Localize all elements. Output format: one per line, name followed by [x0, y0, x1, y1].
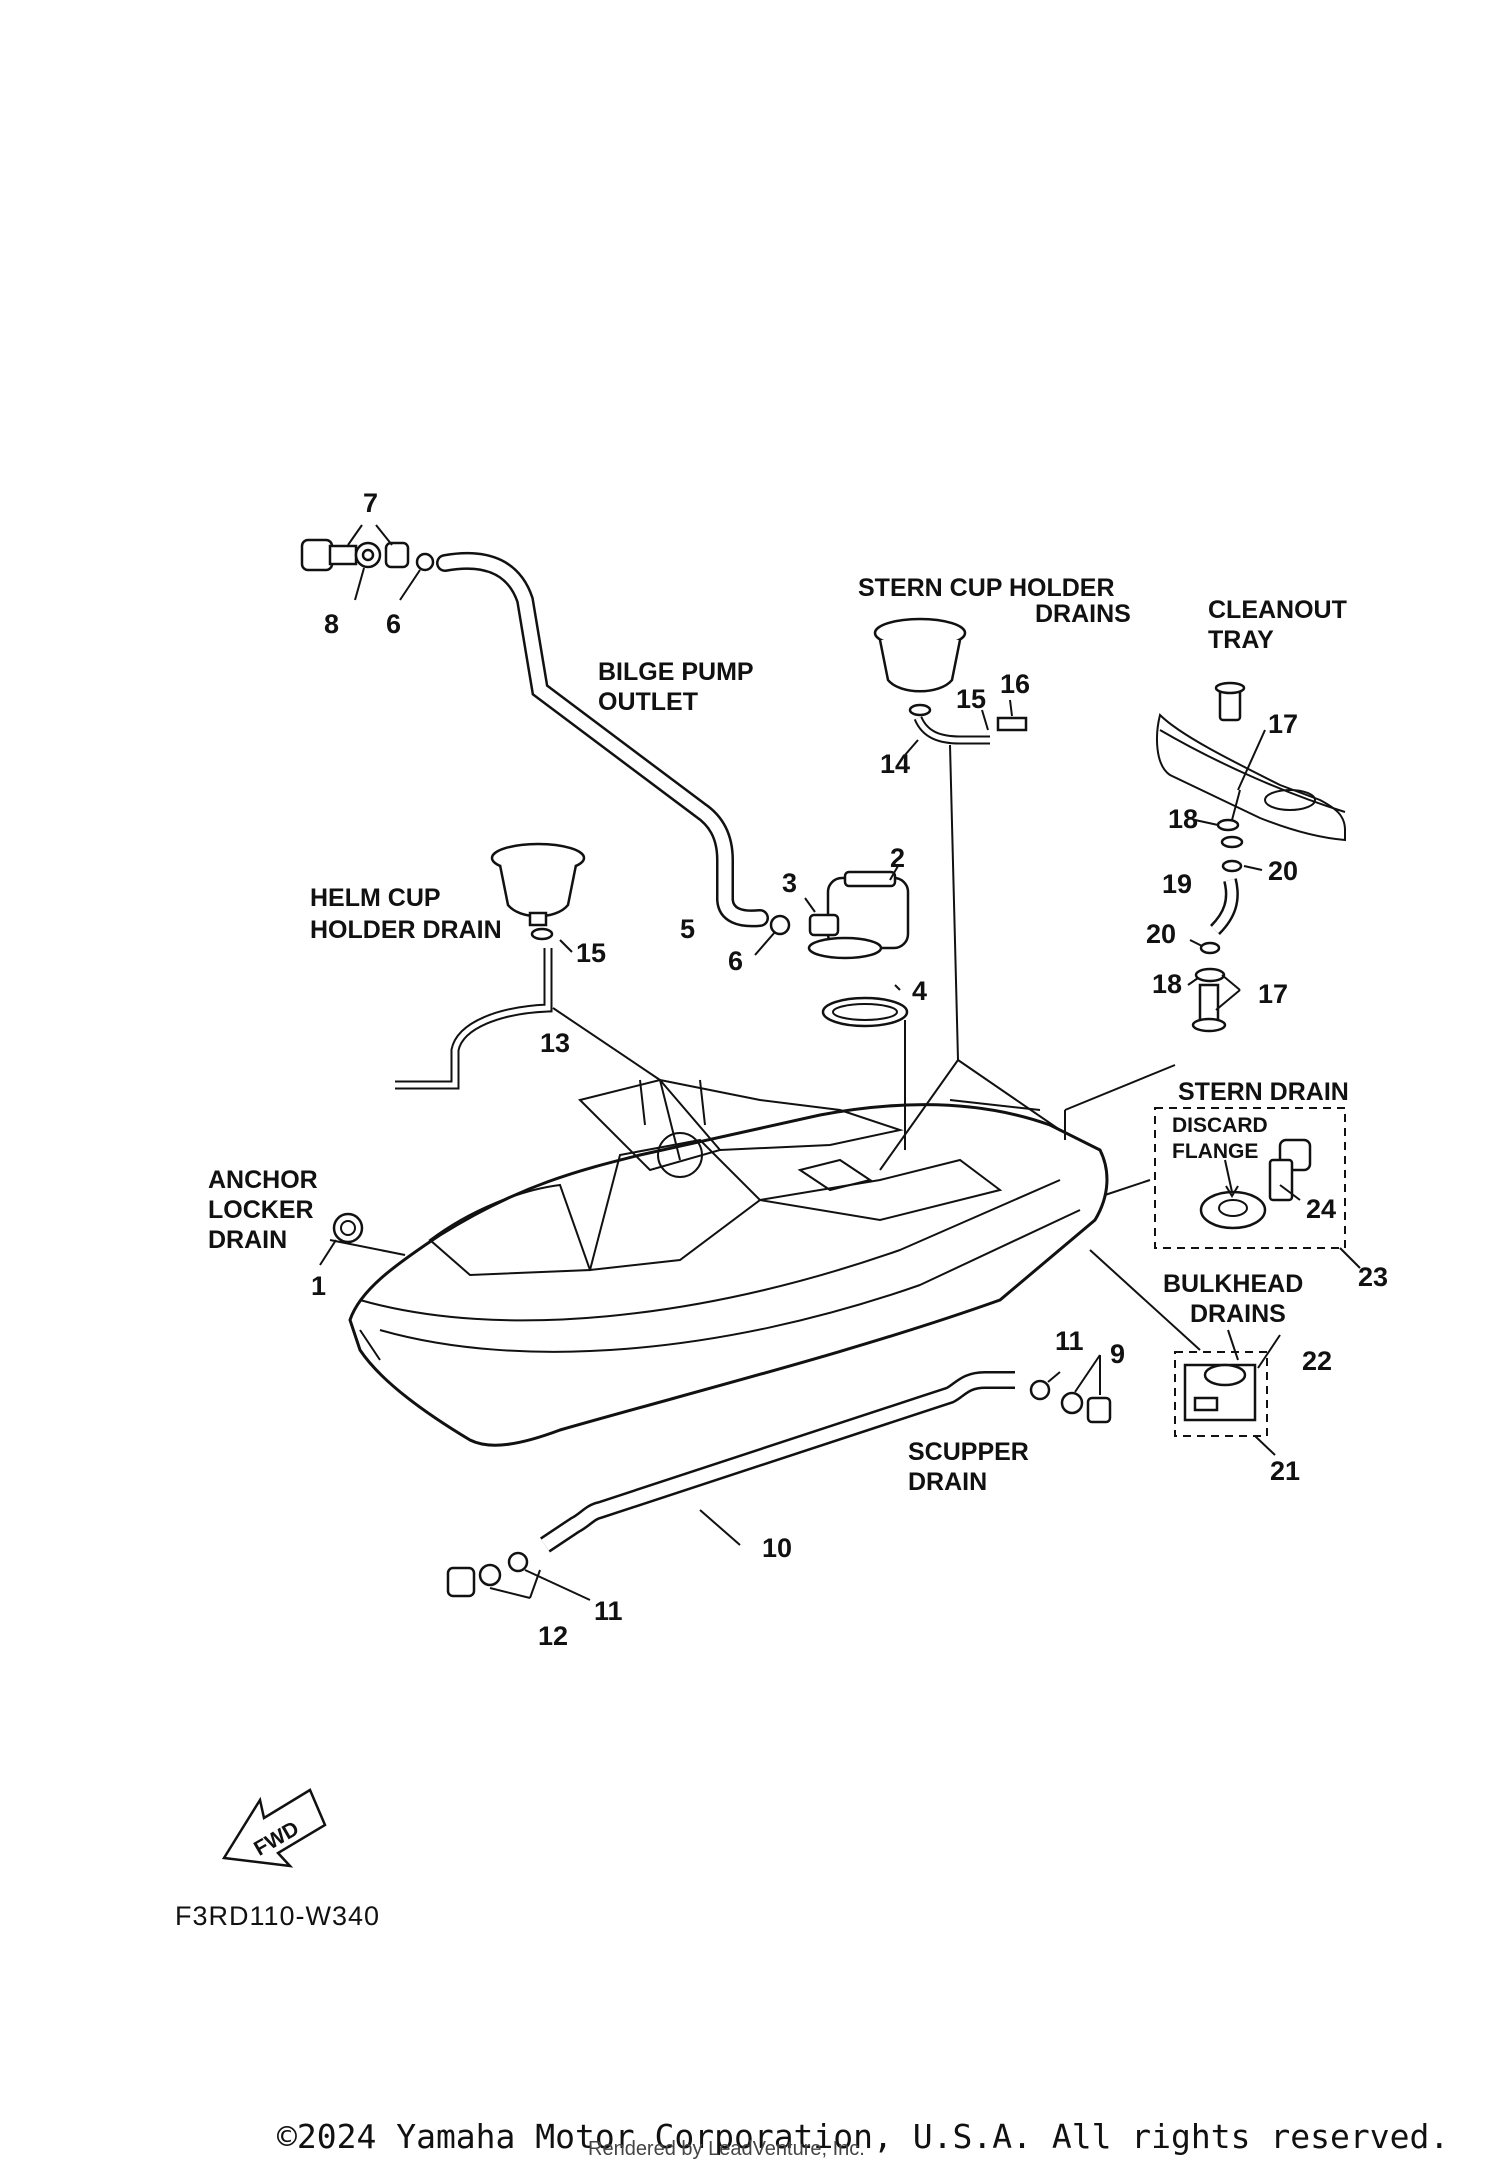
nut-9[interactable] [1060, 1391, 1084, 1415]
discard-flange[interactable] [1199, 1190, 1267, 1230]
callout-6b: 6 [728, 946, 743, 976]
stern-cup-holder-group [873, 617, 1028, 756]
clamp-15b[interactable] [908, 703, 932, 717]
callout-10: 10 [762, 1533, 792, 1563]
clamp-20a[interactable] [1221, 859, 1243, 873]
callout-11a: 11 [1055, 1326, 1084, 1356]
label-holder-drain: HOLDER DRAIN [310, 916, 502, 944]
callout-24: 24 [1306, 1194, 1336, 1224]
rendered-by-text: Rendered by LeadVenture, Inc. [588, 2138, 865, 2160]
label-bilge-pump: BILGE PUMP [598, 658, 754, 686]
callout-13: 13 [540, 1028, 570, 1058]
boat-hull [348, 1078, 1109, 1447]
nut-7[interactable] [384, 541, 410, 569]
outlet-fitting-group [300, 524, 435, 601]
callout-1: 1 [311, 1271, 326, 1301]
label-locker: LOCKER [208, 1196, 314, 1224]
clamp-15a[interactable] [530, 927, 554, 941]
label-drain: DRAIN [208, 1226, 287, 1254]
callout-14: 14 [880, 749, 910, 779]
callout-22: 22 [1302, 1346, 1332, 1376]
cleanout-tray-group [1156, 681, 1346, 1033]
stern-drain-box [1154, 1107, 1346, 1249]
clamp-11b[interactable] [507, 1551, 529, 1573]
callout-numbers: 1 2 3 4 5 6 6 7 8 9 10 11 11 12 13 14 15… [311, 488, 1388, 1651]
label-anchor: ANCHOR [208, 1166, 318, 1194]
label-stern-drains: DRAINS [1035, 600, 1131, 628]
pump-strainer-4[interactable] [821, 996, 909, 1028]
callout-17b: 17 [1258, 979, 1288, 1009]
stern-drain-hose-14[interactable] [913, 715, 990, 745]
callout-3: 3 [782, 868, 797, 898]
nut-12[interactable] [478, 1563, 502, 1587]
callout-23: 23 [1358, 1262, 1388, 1292]
callout-9: 9 [1110, 1339, 1125, 1369]
washer-18a[interactable] [1216, 818, 1240, 832]
copyright-text: ©2024 Yamaha Motor Corporation, U.S.A. A… [277, 2117, 1449, 2156]
callout-8: 8 [324, 609, 339, 639]
clamp-20b[interactable] [1199, 941, 1221, 955]
stern-drain-group [1199, 1138, 1361, 1269]
callout-6a: 6 [386, 609, 401, 639]
bulkhead-drain-group [1183, 1329, 1281, 1456]
screw-22a [1227, 1329, 1239, 1361]
callout-12: 12 [538, 1621, 568, 1651]
label-flange: FLANGE [1172, 1140, 1258, 1163]
screw-22b [1257, 1334, 1281, 1369]
callout-15a: 15 [576, 938, 606, 968]
callout-5: 5 [680, 914, 695, 944]
label-stern-drain: STERN DRAIN [1178, 1078, 1349, 1106]
callout-20b: 20 [1146, 919, 1176, 949]
text-labels: STERN CUP HOLDER DRAINS CLEANOUT TRAY BI… [208, 574, 1349, 1496]
callout-4: 4 [912, 976, 927, 1006]
label-bulkhead-drains: DRAINS [1190, 1300, 1286, 1328]
callout-18a: 18 [1168, 804, 1198, 834]
helm-drain-hose-13[interactable] [395, 948, 553, 1090]
callout-11b: 11 [594, 1596, 623, 1626]
callout-17a: 17 [1268, 709, 1298, 739]
callout-21: 21 [1270, 1456, 1300, 1486]
callout-16: 16 [1000, 669, 1030, 699]
scupper-drain-group [446, 1354, 1112, 1601]
pump-outlet-3[interactable] [808, 913, 840, 937]
fwd-arrow-icon: FWD [221, 1788, 327, 1868]
clamp-11a[interactable] [1029, 1379, 1051, 1401]
label-stern-cup-holder: STERN CUP HOLDER [858, 574, 1115, 602]
callout-20a: 20 [1268, 856, 1298, 886]
clamp-6b[interactable] [769, 914, 791, 936]
bilge-pump-group [754, 865, 910, 1028]
anchor-drain-plug-1[interactable] [319, 1212, 364, 1266]
callout-15b: 15 [956, 684, 986, 714]
bulkhead-drain-box [1174, 1351, 1268, 1437]
fitting-9[interactable] [1086, 1396, 1112, 1424]
cleanout-tray[interactable] [1156, 713, 1346, 842]
label-outlet: OUTLET [598, 688, 698, 716]
label-discard: DISCARD [1172, 1114, 1268, 1137]
callout-18b: 18 [1152, 969, 1182, 999]
callout-2: 2 [890, 843, 905, 873]
callout-19: 19 [1162, 869, 1192, 899]
outlet-fitting-7[interactable] [300, 538, 334, 572]
label-cleanout: CLEANOUT [1208, 596, 1347, 624]
label-tray: TRAY [1208, 626, 1274, 654]
label-helm-cup: HELM CUP [310, 884, 441, 912]
callout-7: 7 [363, 488, 378, 518]
label-scupper: SCUPPER [908, 1438, 1029, 1466]
label-scupper-drain: DRAIN [908, 1468, 987, 1496]
diagram-code: F3RD110-W340 [175, 1901, 380, 1931]
washer-18b[interactable] [1194, 967, 1226, 983]
leader-lines [329, 744, 1201, 1351]
drain-fitting-16[interactable] [996, 716, 1028, 732]
label-bulkhead: BULKHEAD [1163, 1270, 1303, 1298]
clamp-6a[interactable] [415, 552, 435, 572]
fitting-12[interactable] [446, 1566, 476, 1598]
helm-cup-holder-group [395, 842, 586, 1090]
